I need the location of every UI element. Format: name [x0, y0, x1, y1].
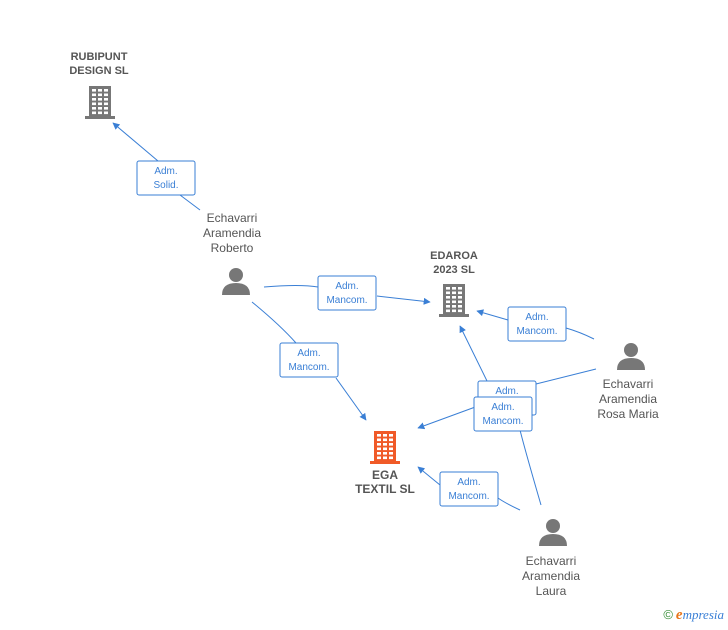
person-icon-rosa[interactable] — [617, 343, 645, 370]
edges-layer — [113, 123, 597, 511]
edge-roberto-rubipunt — [113, 123, 201, 211]
copyright-symbol: © — [663, 607, 673, 622]
edge-laura-edaroa — [460, 326, 542, 506]
edge-rosa-edaroa — [477, 311, 595, 340]
edge-label-line: Mancom. — [516, 326, 557, 337]
node-label-rubipunt: RUBIPUNT — [71, 51, 128, 63]
edge-label-line: Mancom. — [288, 362, 329, 373]
edge-label-roberto-ega[interactable]: Adm. Mancom. — [279, 342, 339, 378]
node-label-laura: Echavarri — [526, 554, 577, 568]
brand-name: mpresia — [682, 607, 724, 622]
edge-labels-layer: Adm. Solid. Adm. Mancom. Adm. Mancom. Adm. Manc… — [136, 160, 567, 507]
node-label-laura: Laura — [536, 584, 567, 598]
edge-label-line: Mancom. — [326, 295, 367, 306]
node-label-rosa: Rosa Maria — [597, 407, 659, 421]
edge-label-line: Mancom. — [482, 416, 523, 427]
nodes-layer: RUBIPUNT DESIGN SL EDAROA 2023 SL EGATEXTIL … — [69, 51, 659, 598]
edge-label-line: Adm. — [335, 281, 358, 292]
edge-label-line: Adm. — [525, 312, 548, 323]
node-label-rubipunt: DESIGN SL — [69, 65, 129, 77]
node-label-roberto: Echavarri — [207, 211, 258, 225]
building-icon-rubipunt[interactable] — [85, 86, 115, 119]
node-label-laura: Aramendia — [522, 569, 580, 583]
node-label-rosa: Echavarri — [603, 377, 654, 391]
footer-brand[interactable]: ©empresia — [663, 607, 724, 624]
node-label-edaroa: EDAROA — [430, 250, 478, 262]
node-label-rosa: Aramendia — [599, 392, 657, 406]
edge-label-line: Adm. — [154, 166, 177, 177]
brand-initial: e — [675, 607, 683, 623]
node-label-edaroa: 2023 SL — [433, 264, 475, 276]
edge-laura-ega — [418, 467, 521, 511]
edge-rosa-ega — [418, 368, 597, 428]
edge-label-line: Solid. — [153, 180, 178, 191]
edge-label-laura-edaroa[interactable]: Adm. Mancom. — [473, 396, 533, 432]
edge-label-roberto-rubipunt[interactable]: Adm. Solid. — [136, 160, 196, 196]
edge-label-line: Adm. — [495, 386, 518, 397]
node-label-ega: EGA — [372, 468, 398, 482]
edge-label-line: Adm. — [491, 402, 514, 413]
building-icon-edaroa[interactable] — [439, 284, 469, 317]
edge-roberto-ega — [251, 301, 366, 420]
node-label-roberto: Roberto — [211, 241, 254, 255]
building-icon-ega[interactable] — [370, 431, 400, 464]
edge-label-line: Adm. — [297, 348, 320, 359]
person-icon-laura[interactable] — [539, 519, 567, 546]
edge-label-line: Adm. — [457, 477, 480, 488]
edge-label-roberto-edaroa[interactable]: Adm. Mancom. — [317, 275, 377, 311]
person-icon-roberto[interactable] — [222, 268, 250, 295]
node-label-ega: TEXTIL SL — [355, 482, 415, 496]
edge-label-line: Mancom. — [448, 491, 489, 502]
edge-roberto-edaroa — [263, 285, 430, 303]
edge-label-laura-ega[interactable]: Adm. Mancom. — [439, 471, 499, 507]
edge-label-rosa-edaroa[interactable]: Adm. Mancom. — [507, 306, 567, 342]
node-label-roberto: Aramendia — [203, 226, 261, 240]
